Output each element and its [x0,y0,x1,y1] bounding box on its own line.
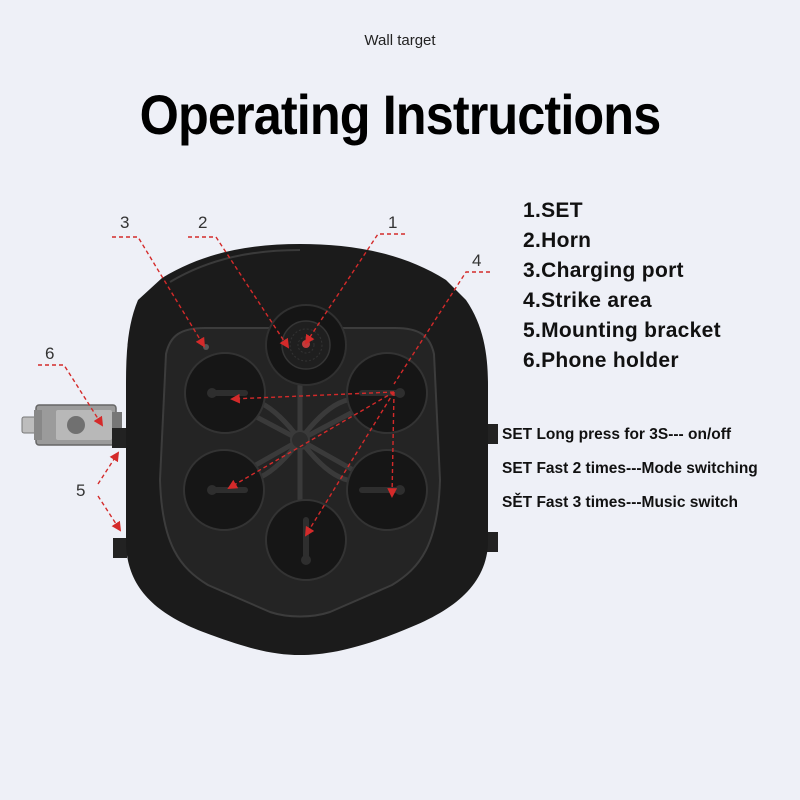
legend-item-horn: 2.Horn [523,229,592,252]
callout-number-2: 2 [198,213,208,232]
callout-number-3: 3 [120,213,130,232]
set-button-notes: SET Long press for 3S--- on/off SET Fast… [502,422,758,524]
note-power: SET Long press for 3S--- on/off [502,426,732,443]
parts-legend: 1.SET 2.Horn 3.Charging port 4.Strike ar… [523,196,721,376]
legend-item-mounting-bracket: 5.Mounting bracket [523,319,721,342]
legend-item-charging-port: 3.Charging port [523,259,684,282]
strike-pad [183,449,265,531]
subtitle: Wall target [364,32,436,49]
legend-item-set: 1.SET [523,199,583,222]
set-button [302,340,310,348]
callout-number-1: 1 [388,213,398,232]
legend-item-strike-area: 4.Strike area [523,289,652,312]
strike-pad [346,449,428,531]
strike-pad [184,352,266,434]
page-title: Operating Instructions [139,83,662,146]
strike-pad [265,499,347,581]
legend-item-phone-holder: 6.Phone holder [523,349,679,372]
note-mode: SET Fast 2 times---Mode switching [502,460,758,477]
callout-number-4: 4 [472,251,482,270]
device-body-highlight [169,249,301,283]
note-music: SĚT Fast 3 times---Music switch [502,494,738,511]
callout-number-5: 5 [76,481,86,500]
charging-port [203,344,209,350]
callout-number-6: 6 [45,344,55,363]
callout-lines [38,233,490,537]
phone-holder [21,404,122,446]
